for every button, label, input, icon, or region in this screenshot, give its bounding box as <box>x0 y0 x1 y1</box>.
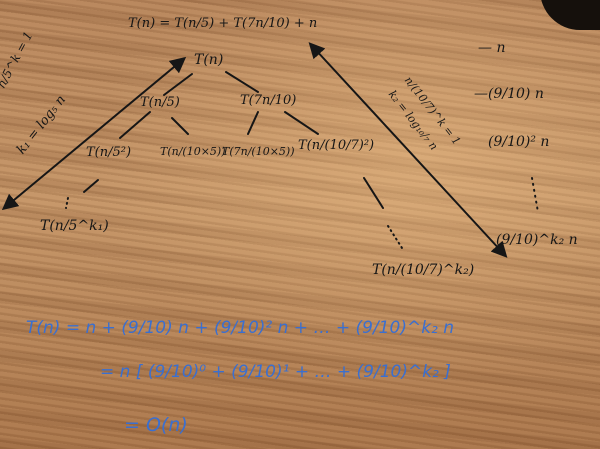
tree-deep-left: T(n/5^k₁) <box>40 218 109 234</box>
derivation-line-1: T(n) = n + (9/10) n + (9/10)² n + … + (9… <box>26 318 455 338</box>
derivation-line-2: = n [ (9/10)⁰ + (9/10)¹ + … + (9/10)^k₂ … <box>100 362 451 382</box>
cost-level-2: (9/10)² n <box>488 134 550 150</box>
dots-costs <box>531 177 539 213</box>
cost-level-0: — n <box>478 40 506 56</box>
arrow-right <box>308 42 508 258</box>
tree-node-lr: T(n/(10×5)) <box>160 145 226 158</box>
edge-l-ll <box>119 111 151 139</box>
tree-node-rr: T(n/(10/7)²) <box>298 138 375 153</box>
dots-right <box>387 225 403 249</box>
tree-deep-right: T(n/(10/7)^k₂) <box>372 262 475 278</box>
tree-node-rl: T(7n/(10×5)) <box>222 145 295 158</box>
cost-level-k: (9/10)^k₂ n <box>496 232 578 248</box>
dots-left <box>65 197 69 209</box>
edge-r-rr <box>284 111 319 135</box>
tree-root: T(n) <box>194 52 224 68</box>
edge-root-right <box>225 71 259 93</box>
edge-deep-right <box>363 177 384 209</box>
cost-level-1: —(9/10) n <box>474 86 544 102</box>
edge-root-left <box>163 73 193 96</box>
tree-node-ll: T(n/5²) <box>86 145 132 160</box>
arrow-left <box>1 56 187 211</box>
edge-deep-left <box>83 179 99 193</box>
tree-node-right: T(7n/10) <box>240 93 297 108</box>
edge-l-lr <box>171 117 189 135</box>
tree-node-left: T(n/5) <box>140 95 180 110</box>
edge-r-rl <box>247 111 259 135</box>
recurrence-title: T(n) = T(n/5) + T(7n/10) + n <box>128 16 318 31</box>
derivation-line-3: = O(n) <box>124 414 188 436</box>
